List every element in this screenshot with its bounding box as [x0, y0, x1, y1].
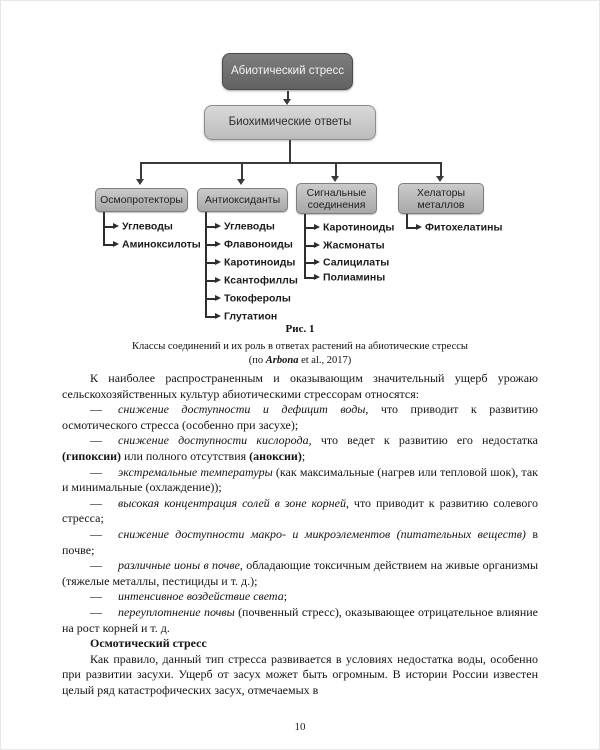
- connector: [205, 244, 215, 246]
- connector: [406, 214, 408, 228]
- connector: [140, 162, 142, 179]
- arrow-right-icon: [215, 259, 221, 265]
- bullet-dash: —: [90, 558, 102, 573]
- arrow-down-icon: [136, 179, 144, 185]
- connector: [103, 226, 113, 228]
- arrow-right-icon: [314, 224, 320, 230]
- arrow-right-icon: [215, 277, 221, 283]
- bullet-item: —снижение доступности макро- и микроэлем…: [62, 526, 539, 557]
- arrow-right-icon: [215, 223, 221, 229]
- connector: [205, 316, 215, 318]
- arrow-down-icon: [331, 176, 339, 182]
- arrow-right-icon: [215, 313, 221, 319]
- body-paragraph: Как правило, данный тип стресса развивае…: [62, 651, 538, 697]
- root-node-abiotic-stress: Абиотический стресс: [222, 53, 353, 90]
- category-signal-compounds: Сигнальные соединения: [296, 183, 377, 214]
- category-metal-chelators: Хелаторы металлов: [398, 183, 484, 214]
- arrow-down-icon: [436, 176, 444, 182]
- connector: [205, 298, 215, 300]
- connector: [205, 212, 207, 318]
- bullet-item: —переуплотнение почвы (почвенный стресс)…: [62, 604, 538, 635]
- bullet-item: —снижение доступности и дефицит воды, чт…: [62, 402, 538, 432]
- bullet-item: —высокая концентрация солей в зоне корне…: [62, 495, 538, 526]
- connector: [406, 227, 416, 229]
- arrow-right-icon: [416, 224, 422, 230]
- figure-caption-line2: (по Arbona et al., 2017): [248, 354, 352, 366]
- figure-caption-line1: Классы соединений и их роль в ответах ра…: [132, 341, 468, 352]
- figure-caption: Классы соединений и их роль в ответах ра…: [0, 340, 600, 367]
- connector: [335, 162, 337, 177]
- connector: [304, 277, 314, 279]
- bullet-item: —снижение доступности кислорода, что вед…: [62, 433, 539, 463]
- author-name: Arbona: [265, 354, 299, 366]
- connector: [287, 91, 289, 100]
- node-biochemical-responses: Биохимические ответы: [204, 105, 376, 140]
- bullet-item: —интенсивное воздействие света;: [90, 589, 288, 604]
- arrow-right-icon: [113, 241, 119, 247]
- bullet-dash: —: [90, 433, 102, 448]
- connector: [205, 226, 215, 228]
- arrow-right-icon: [215, 241, 221, 247]
- page-number: 10: [294, 721, 306, 733]
- arrow-down-icon: [237, 179, 245, 185]
- bullet-dash: —: [90, 526, 102, 541]
- category-antioxidants: Антиоксиданты: [197, 188, 288, 212]
- bullet-item: —экстремальные температуры (как максимал…: [62, 464, 538, 495]
- figure-label: Рис. 1: [285, 323, 315, 335]
- connector: [205, 280, 215, 282]
- bullet-dash: —: [90, 604, 102, 619]
- connector: [140, 162, 442, 164]
- connector: [103, 212, 105, 246]
- connector: [241, 162, 243, 179]
- bullet-dash: —: [90, 464, 102, 479]
- stress-flowchart: Абиотический стресс Биохимические ответы…: [0, 0, 600, 330]
- connector: [205, 262, 215, 264]
- intro-paragraph: К наиболее распространенным и оказывающи…: [62, 371, 538, 401]
- connector: [304, 262, 314, 264]
- arrow-right-icon: [314, 242, 320, 248]
- connector: [103, 244, 113, 246]
- bullet-dash: —: [90, 402, 102, 417]
- bullet-dash: —: [90, 495, 102, 510]
- category-osmoprotectors: Осмопротекторы: [95, 188, 188, 212]
- section-heading-osmotic-stress: Осмотический стресс: [90, 636, 207, 651]
- arrow-right-icon: [113, 223, 119, 229]
- bullet-item: —различные ионы в почве, обладающие токс…: [62, 558, 539, 588]
- arrow-right-icon: [314, 259, 320, 265]
- connector: [304, 245, 314, 247]
- arrow-right-icon: [215, 295, 221, 301]
- connector: [440, 162, 442, 177]
- connector: [289, 140, 291, 162]
- bullet-dash: —: [90, 589, 102, 604]
- connector: [304, 227, 314, 229]
- arrow-right-icon: [314, 274, 320, 280]
- arrow-down-icon: [283, 99, 291, 105]
- body-text: К наиболее распространенным и оказывающи…: [62, 371, 538, 698]
